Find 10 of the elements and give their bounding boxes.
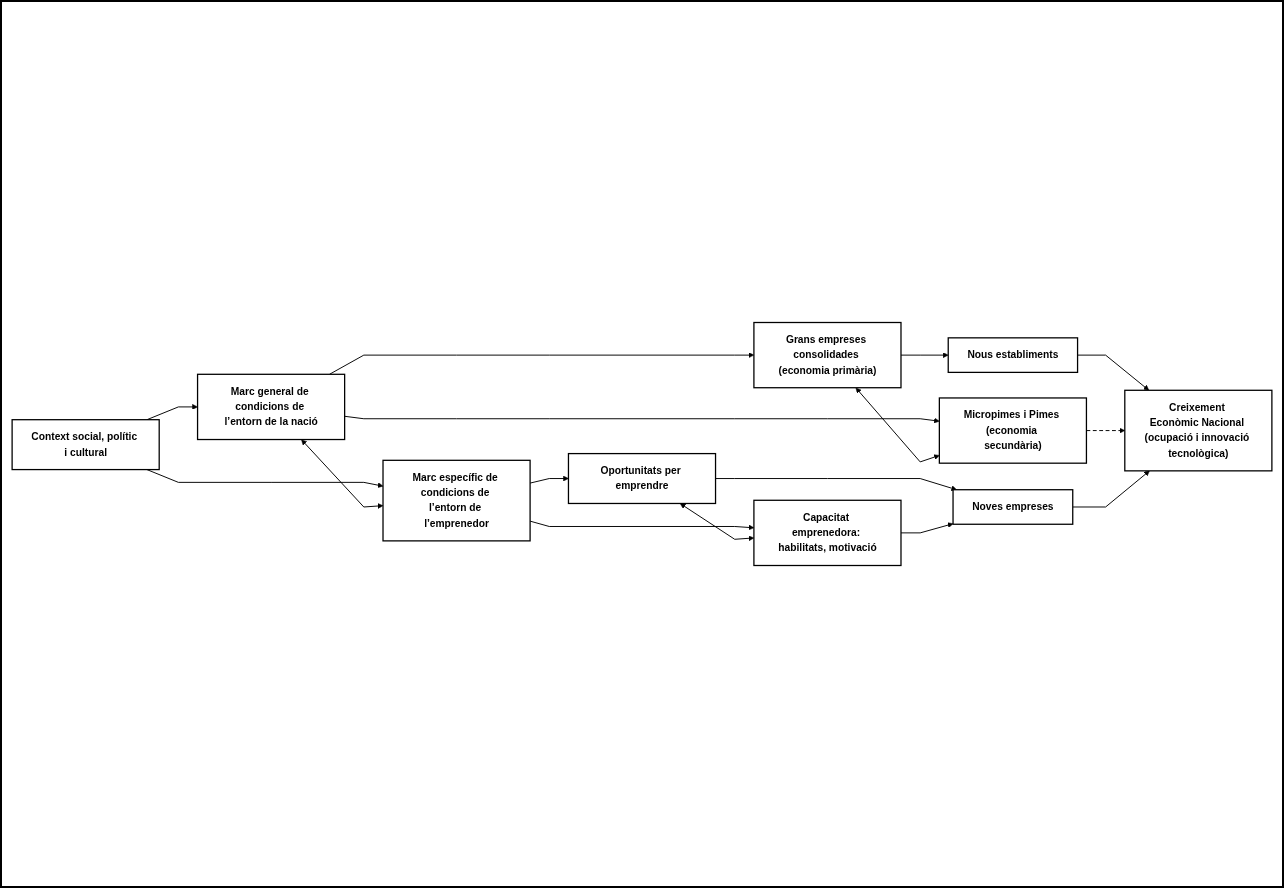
node-box: Context social, polític i cultural <box>11 419 160 471</box>
node-box: Nous establiments <box>947 337 1079 373</box>
node-box: Noves empreses <box>952 489 1074 525</box>
node-box: Marc general de condicions de l’entorn de la nació <box>196 373 346 441</box>
node-box: Oportunitats per emprendre <box>567 452 717 505</box>
node-box: Grans empreses consolidades (economia primària) <box>753 321 902 389</box>
node-box: Capacitat emprenedora: habilitats, motivació <box>753 499 902 567</box>
node-box: Marc específic de condicions de l’entorn de l’emprenedor <box>382 459 531 542</box>
node-box: Creixement Econòmic Nacional (ocupació i innovació tecnològica) <box>1124 389 1273 472</box>
node-box: Micropimes i Pimes (economia secundària) <box>938 397 1088 464</box>
